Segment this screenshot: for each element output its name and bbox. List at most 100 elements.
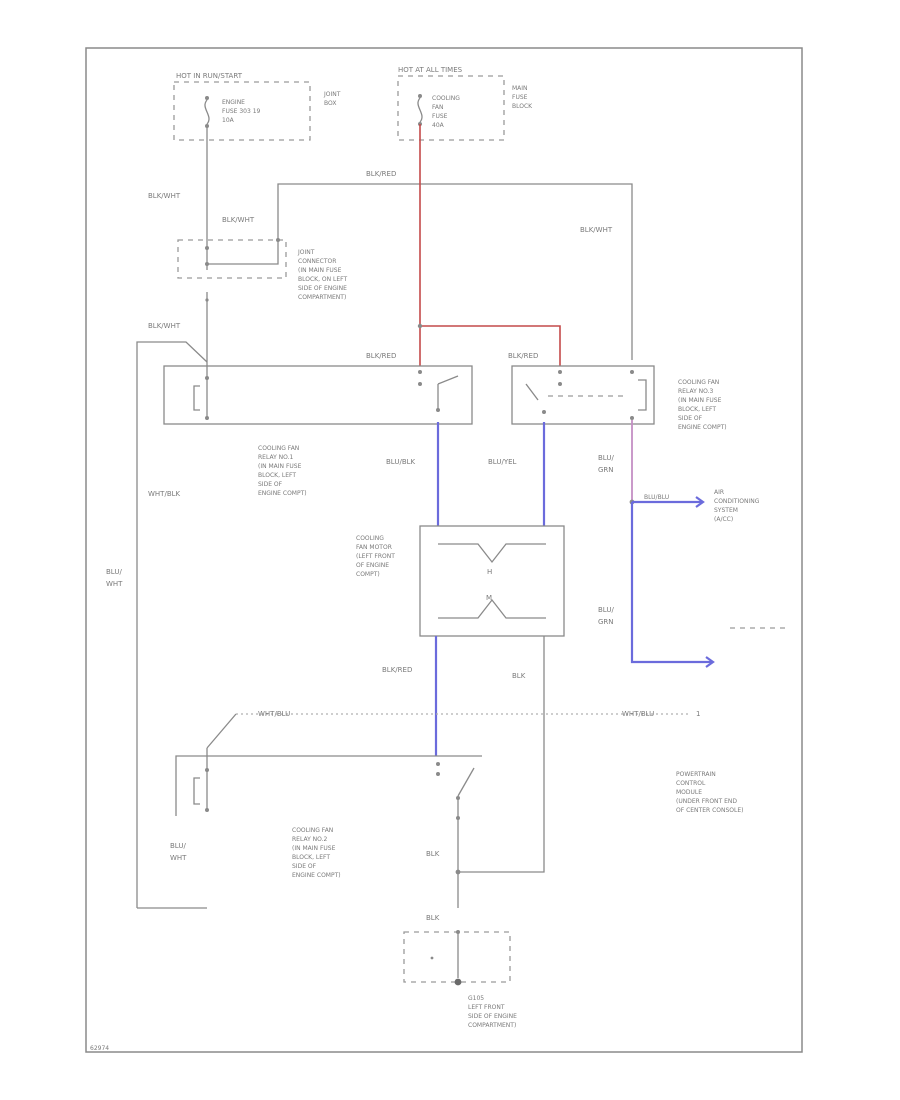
cooling-fan-motor [419,525,565,637]
label-relay-no1-4: BLOCK, LEFT [258,472,296,479]
label-wire-blu-yel: BLU/YEL [488,458,517,466]
label-pcm-5: OF CENTER CONSOLE) [676,807,744,814]
relay-block-1 [163,365,473,425]
relay-2-coil [630,370,647,420]
label-pcm-pin: 1 [696,710,700,718]
label-ac-system-3: SYSTEM [714,507,738,514]
relay-1-switch [418,370,459,412]
main-fuse-block-outline [397,75,505,141]
relay-block-2 [511,365,655,425]
label-engine-fuse-1: ENGINE [222,99,245,106]
label-fan-motor-4: OF ENGINE [356,562,389,569]
label-wire-blu-wht-low-1: BLU/ [170,842,186,850]
label-relay-no1-1: COOLING FAN [258,445,299,452]
label-relay-no3-2: RELAY NO.3 [678,388,714,395]
label-wire-wht-blu-2: WHT/BLU [622,710,654,718]
label-joint-connector-2: CONNECTOR [298,258,336,265]
label-wire-blu-blu: BLU/BLU [644,494,669,501]
label-wire-blu-1: BLU/ [106,568,122,576]
label-fan-motor-5: COMPT) [356,571,380,578]
label-relay-no2-3: (IN MAIN FUSE [292,845,336,852]
label-joint-connector-1: JOINT [297,249,315,256]
wire-wht-blu-elbow [206,713,237,749]
label-joint-box-1: JOINT [323,91,341,98]
cooling-fan-fuse-symbol [417,94,423,126]
label-pcm-3: MODULE [676,789,702,796]
label-relay-no3-1: COOLING FAN [678,379,719,386]
diagram-frame [85,47,803,1053]
label-relay-no3-4: BLOCK, LEFT [678,406,716,413]
label-relay-no1-3: (IN MAIN FUSE [258,463,302,470]
label-fan-motor-3: (LEFT FRONT [356,553,395,560]
wire-blu-blu-arrow [695,496,705,508]
relay-1-coil [193,376,209,420]
label-joint-box-2: BOX [324,100,336,107]
label-wire-blk-red-relay: BLK/RED [366,352,396,360]
label-cooling-fan-fuse-3: FUSE [432,113,448,120]
fan-motor-brush-top [438,543,546,564]
label-wire-blu-grn-1: BLU/ [598,454,614,462]
label-ac-system-2: CONDITIONING [714,498,760,505]
label-relay-no1-2: RELAY NO.1 [258,454,294,461]
label-relay-no1-5: SIDE OF [258,481,283,488]
label-main-fuse-block-3: BLOCK [512,103,533,110]
label-ground-4: COMPARTMENT) [468,1022,516,1029]
joint-connector-outline [177,239,287,279]
label-relay-no2-2: RELAY NO.2 [292,836,328,843]
label-ground-1: G105 [468,995,484,1002]
label-fan-motor-1: COOLING [356,535,384,542]
relay-3-coil [193,768,209,812]
label-pcm-4: (UNDER FRONT END [676,798,737,805]
label-wire-blk-wht-right: BLK/WHT [580,226,613,234]
fan-motor-h-label: H [487,568,492,576]
ground-outline [403,931,511,983]
wire-blu-grn-pcm-arrow [705,656,715,668]
footer-code: 62974 [90,1045,109,1052]
wire-joint-branch [207,183,633,360]
label-wire-blk-wht-2: BLK/WHT [222,216,255,224]
label-ac-system-1: AIR [714,489,724,496]
label-wire-wht-blu-1: WHT/BLU [258,710,290,718]
wire-blu-grn-to-pcm [630,502,712,664]
label-main-fuse-block-2: FUSE [512,94,528,101]
label-wire-blk-ground: BLK [426,914,440,922]
label-hot-in-start: HOT IN RUN/START [176,72,243,80]
label-engine-fuse-3: 10A [222,117,235,124]
label-wire-blk-wht-1: BLK/WHT [148,192,181,200]
label-cooling-fan-fuse-4: 40A [432,122,445,129]
label-wire-blk-red-relay2: BLK/RED [508,352,538,360]
label-joint-connector-4: BLOCK, ON LEFT [298,276,348,283]
label-pcm-2: CONTROL [676,780,706,787]
relay-block-3-outline [175,755,482,816]
label-relay-no3-6: ENGINE COMPT) [678,424,727,431]
wire-blk-motor-ground [458,636,545,873]
label-joint-connector-5: SIDE OF ENGINE [298,285,347,292]
label-wire-blu-red-low: BLK/RED [382,666,412,674]
wire-blk-red-branch [420,325,561,366]
wire-blk-wht-side [136,341,208,908]
label-ground-2: LEFT FRONT [468,1004,505,1011]
fan-motor-m-label: M [486,594,492,602]
label-wire-blk-wht-3: BLK/WHT [148,322,181,330]
label-wire-blk-red-top: BLK/RED [366,170,396,178]
label-main-fuse-block-1: MAIN [512,85,528,92]
label-ac-system-4: (A/CC) [714,516,733,523]
label-wire-wht-1: WHT [106,580,123,588]
label-relay-no2-6: ENGINE COMPT) [292,872,341,879]
label-relay-no2-5: SIDE OF [292,863,317,870]
joint-box-outline [173,81,311,141]
label-relay-no2-1: COOLING FAN [292,827,333,834]
label-wire-blu-blk: BLU/BLK [386,458,416,466]
relay-2-switch [525,370,626,414]
relay-3-switch [436,762,475,908]
label-pcm-1: POWERTRAIN [676,771,716,778]
label-joint-connector-3: (IN MAIN FUSE [298,267,342,274]
label-wire-grn-2: GRN [598,618,614,626]
label-engine-fuse-2: FUSE 303 19 [222,108,261,115]
label-relay-no3-3: (IN MAIN FUSE [678,397,722,404]
label-wire-blk-splice: BLK [426,850,440,858]
engine-fuse-symbol [204,96,210,128]
label-relay-no3-5: SIDE OF [678,415,703,422]
label-wire-blu-wht-low-2: WHT [170,854,187,862]
